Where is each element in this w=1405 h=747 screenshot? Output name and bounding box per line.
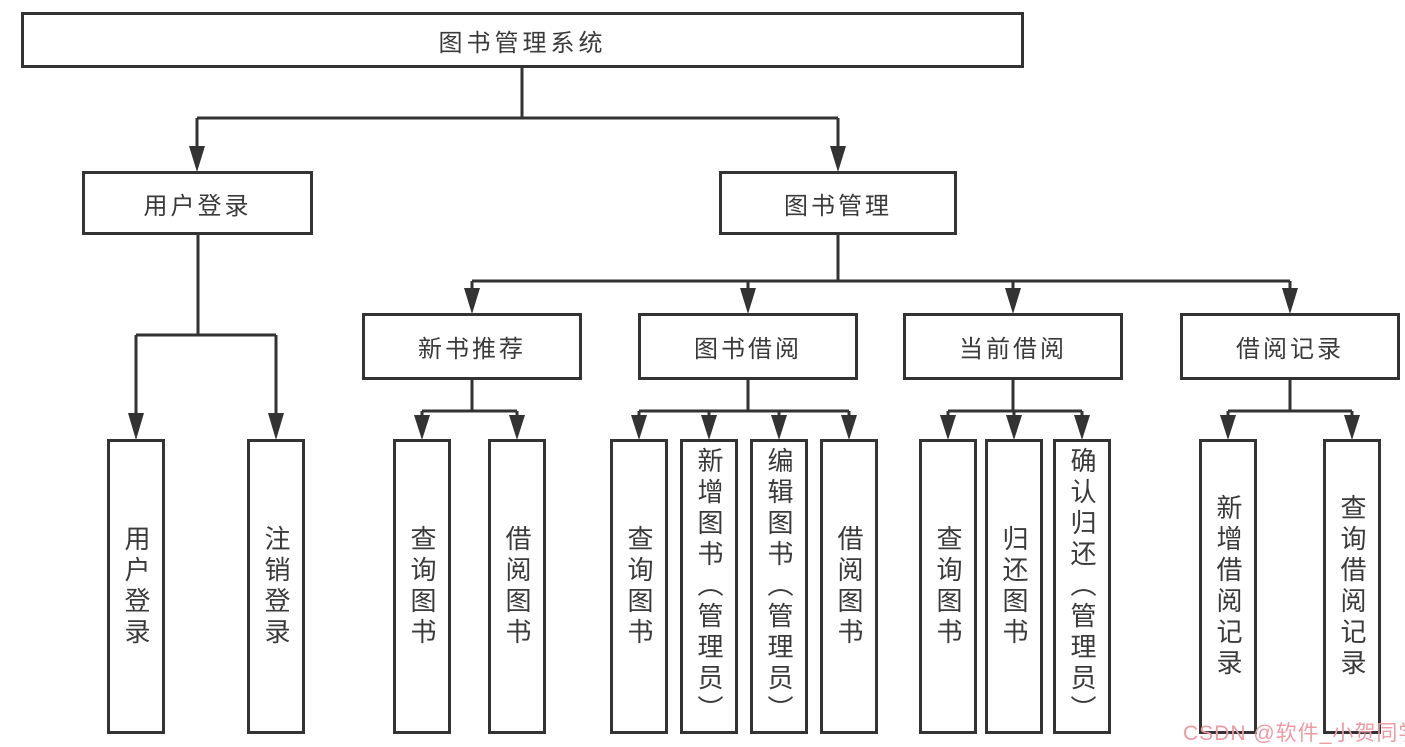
node-label: 新增借阅记录 xyxy=(1213,493,1243,680)
node-label: 查询图书 xyxy=(407,524,437,649)
node-label: 用户登录 xyxy=(143,192,252,220)
node-label: 归还图书 xyxy=(999,524,1029,649)
node-label: 新增图书（管理员） xyxy=(694,447,724,726)
node-label: 查询图书 xyxy=(933,524,963,649)
leaf-borrow-add-books-admin: 新增图书（管理员） xyxy=(680,439,738,734)
leaf-user-login: 用户登录 xyxy=(107,439,165,734)
node-label: 查询图书 xyxy=(624,524,654,649)
node-label: 新书推荐 xyxy=(418,336,526,363)
node-current-borrow: 当前借阅 xyxy=(903,313,1123,380)
leaf-records-query-borrow-record: 查询借阅记录 xyxy=(1323,439,1381,734)
node-label: 图书管理 xyxy=(784,192,892,220)
node-label: 编辑图书（管理员） xyxy=(764,447,794,726)
node-label: 图书借阅 xyxy=(694,336,802,363)
node-label: 查询借阅记录 xyxy=(1337,493,1367,680)
leaf-current-return-books: 归还图书 xyxy=(985,439,1043,734)
node-library-management-system: 图书管理系统 xyxy=(21,12,1024,68)
node-label: 用户登录 xyxy=(121,524,151,649)
leaf-borrow-borrow-books: 借阅图书 xyxy=(820,439,878,734)
leaf-records-add-borrow-record: 新增借阅记录 xyxy=(1199,439,1257,734)
node-label: 当前借阅 xyxy=(959,336,1067,363)
leaf-newbook-borrow-books: 借阅图书 xyxy=(488,439,546,734)
leaf-borrow-edit-books-admin: 编辑图书（管理员） xyxy=(750,439,808,734)
node-borrow-records: 借阅记录 xyxy=(1180,313,1400,380)
leaf-logout-login: 注销登录 xyxy=(247,439,305,734)
node-label: 图书管理系统 xyxy=(438,29,607,57)
leaf-current-query-books: 查询图书 xyxy=(919,439,977,734)
node-label: 借阅记录 xyxy=(1236,336,1344,363)
node-label: 借阅图书 xyxy=(502,524,532,649)
leaf-newbook-query-books: 查询图书 xyxy=(393,439,451,734)
node-book-management: 图书管理 xyxy=(719,171,957,235)
leaf-current-confirm-return-admin: 确认归还（管理员） xyxy=(1053,439,1111,734)
watermark-text: CSDN @软件_小贺同学 xyxy=(1183,722,1405,745)
node-new-book-recommend: 新书推荐 xyxy=(362,313,582,380)
node-label: 确认归还（管理员） xyxy=(1067,447,1097,726)
arrowheads xyxy=(128,146,1360,440)
leaf-borrow-query-books: 查询图书 xyxy=(610,439,668,734)
node-user-login: 用户登录 xyxy=(82,171,313,235)
node-label: 借阅图书 xyxy=(834,524,864,649)
node-book-borrow: 图书借阅 xyxy=(638,313,858,380)
node-label: 注销登录 xyxy=(261,524,291,649)
